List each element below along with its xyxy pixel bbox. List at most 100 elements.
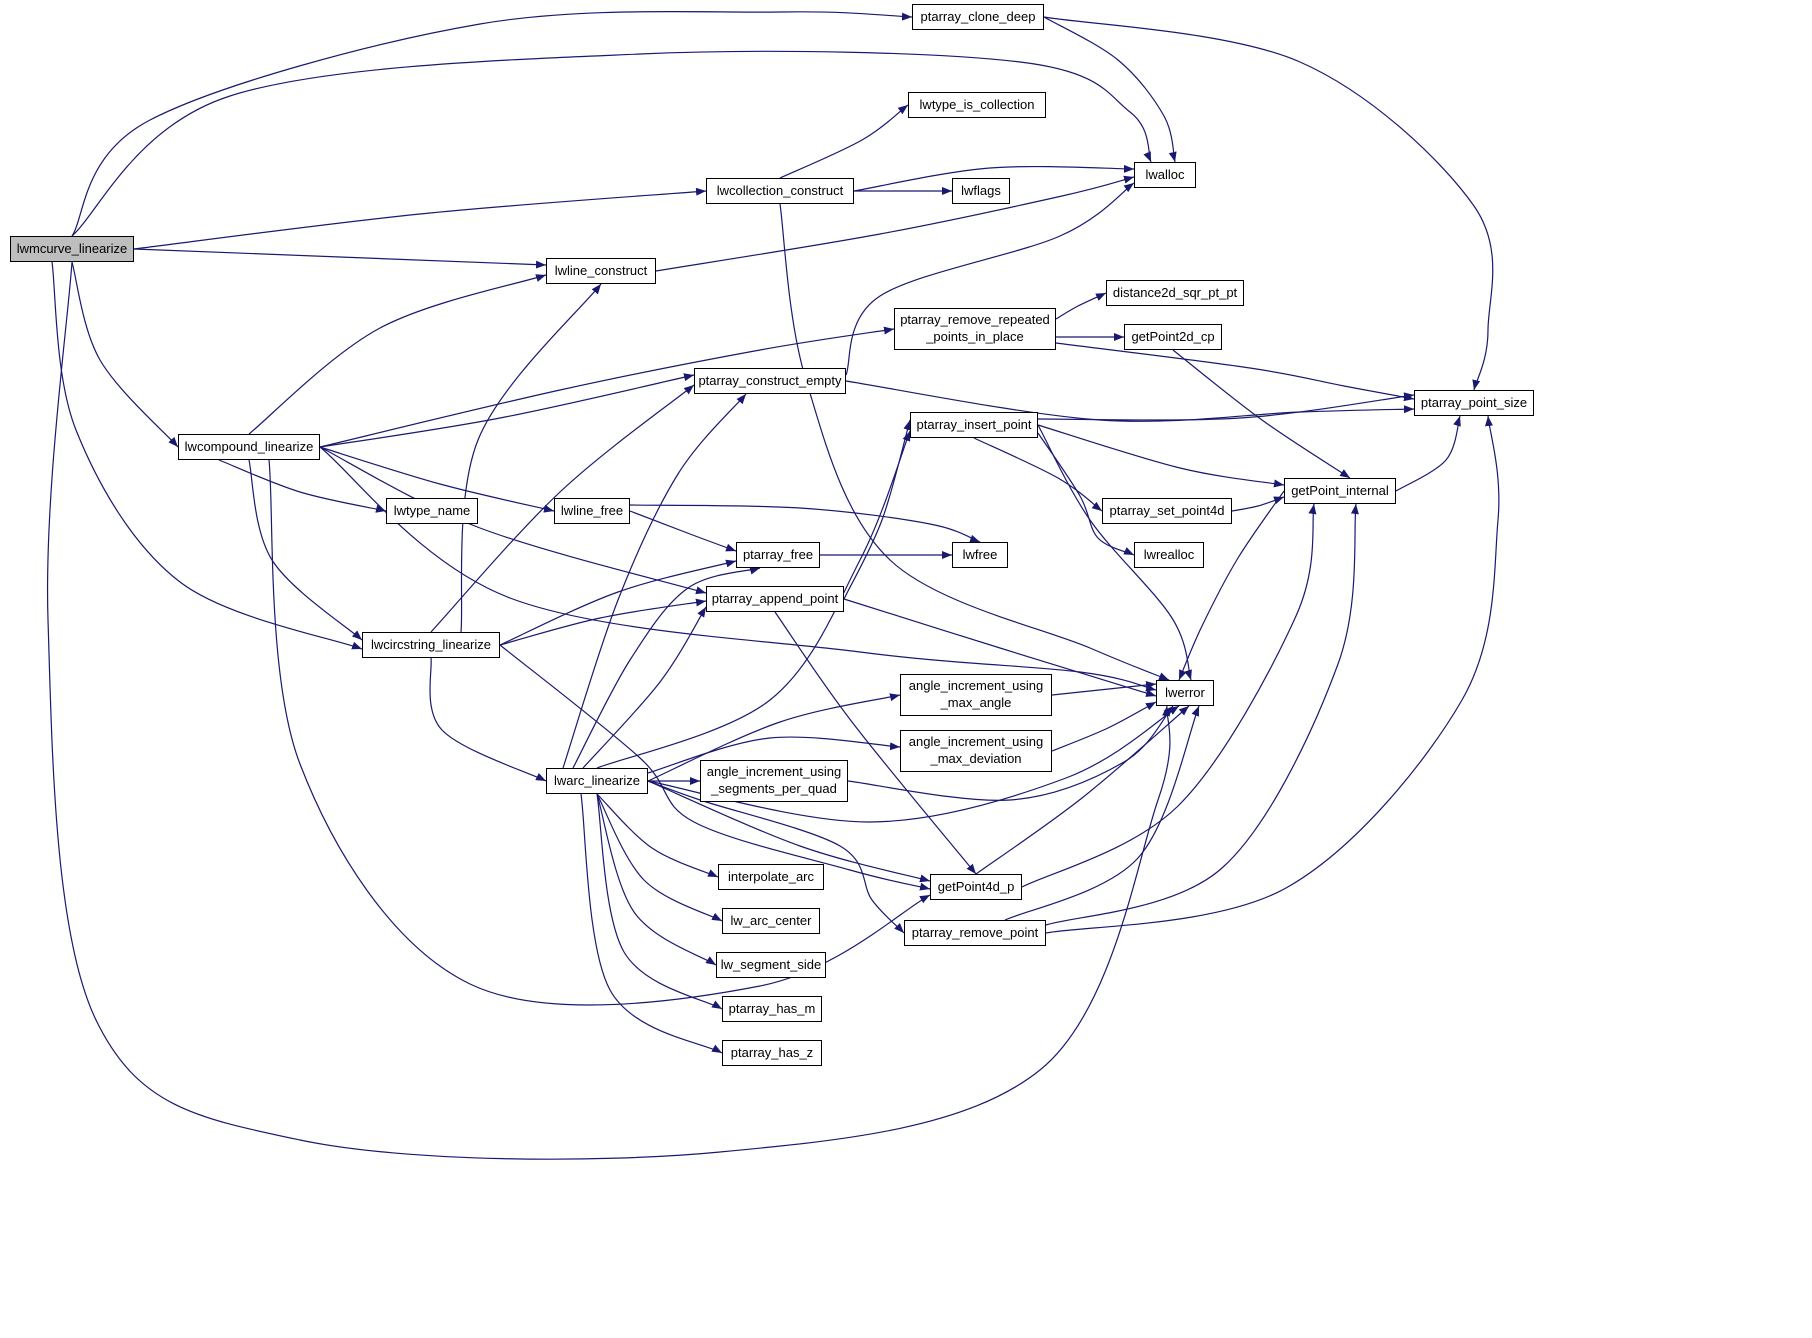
edge-lwmcurve_linearize--lwcollection_construct bbox=[133, 187, 707, 250]
node-lwmcurve_linearize[interactable]: lwmcurve_linearize bbox=[10, 236, 134, 262]
edge-lwmcurve_linearize--lwalloc bbox=[71, 50, 1152, 237]
node-interpolate_arc[interactable]: interpolate_arc bbox=[718, 864, 824, 890]
node-label: _max_deviation bbox=[930, 751, 1022, 766]
edge-lwarc_linearize--getPoint4d_p bbox=[647, 780, 931, 883]
node-lw_segment_side[interactable]: lw_segment_side bbox=[716, 952, 826, 978]
node-ptarray_set_point4d[interactable]: ptarray_set_point4d bbox=[1102, 498, 1232, 524]
node-ptarray_has_z[interactable]: ptarray_has_z bbox=[722, 1040, 822, 1066]
edge-lwcompound_linearize--lwline_free bbox=[319, 446, 555, 513]
edge-lwcompound_linearize--ptarray_construct_empty bbox=[319, 373, 695, 448]
edge-lwmcurve_linearize--lwline_construct bbox=[133, 248, 547, 269]
node-getPoint4d_p[interactable]: getPoint4d_p bbox=[930, 874, 1022, 900]
edge-lwcompound_linearize--ptarray_append_point bbox=[319, 446, 707, 595]
node-label: _points_in_place bbox=[926, 329, 1024, 344]
edge-ptarray_remove_point--getPoint_internal bbox=[1045, 503, 1359, 926]
node-label: lwtype_is_collection bbox=[919, 96, 1035, 112]
node-angle_increment_using_segments_per_quad[interactable]: angle_increment_using_segments_per_quad bbox=[700, 760, 848, 802]
node-ptarray_has_m[interactable]: ptarray_has_m bbox=[722, 996, 822, 1022]
node-label: lwcompound_linearize bbox=[184, 438, 314, 454]
edge-ptarray_append_point--getPoint4d_p bbox=[774, 611, 977, 875]
node-label: lwline_construct bbox=[554, 262, 648, 278]
node-label: angle_increment_using bbox=[908, 678, 1044, 694]
node-lwcircstring_linearize[interactable]: lwcircstring_linearize bbox=[362, 632, 500, 658]
edge-lwcircstring_linearize--ptarray_append_point bbox=[499, 598, 707, 646]
node-label: getPoint2d_cp bbox=[1131, 328, 1215, 344]
node-label: ptarray_append_point bbox=[711, 590, 839, 606]
edge-angle_increment_using_max_angle--lwerror bbox=[1051, 681, 1157, 696]
node-lwtype_is_collection[interactable]: lwtype_is_collection bbox=[908, 92, 1046, 118]
node-label: lwalloc bbox=[1145, 166, 1185, 182]
node-ptarray_append_point[interactable]: ptarray_append_point bbox=[706, 586, 844, 612]
node-lwfree[interactable]: lwfree bbox=[952, 542, 1008, 568]
node-label: ptarray_remove_repeated bbox=[900, 312, 1050, 328]
node-label: _segments_per_quad bbox=[711, 781, 837, 796]
edge-lwarc_linearize--angle_increment_using_max_angle bbox=[647, 693, 901, 782]
edge-lwmcurve_linearize--lwerror bbox=[46, 261, 1171, 1160]
node-distance2d_sqr_pt_pt[interactable]: distance2d_sqr_pt_pt bbox=[1106, 280, 1244, 306]
edge-ptarray_remove_repeated_points_in_place--ptarray_point_size bbox=[1055, 342, 1415, 402]
edge-lwarc_linearize--ptarray_remove_point bbox=[647, 780, 905, 934]
node-lwcollection_construct[interactable]: lwcollection_construct bbox=[706, 178, 854, 204]
node-ptarray_insert_point[interactable]: ptarray_insert_point bbox=[910, 412, 1038, 438]
node-label: angle_increment_using bbox=[908, 734, 1044, 750]
node-lwflags[interactable]: lwflags bbox=[952, 178, 1010, 204]
edge-lwline_free--ptarray_free bbox=[629, 510, 737, 552]
node-lwerror[interactable]: lwerror bbox=[1156, 680, 1214, 706]
node-label: ptarray_remove_point bbox=[911, 924, 1039, 940]
node-label: angle_increment_using bbox=[706, 764, 842, 780]
edge-lwcompound_linearize--lwerror bbox=[319, 446, 1157, 692]
edge-lwcircstring_linearize--lwline_construct bbox=[460, 283, 602, 633]
node-lwarc_linearize[interactable]: lwarc_linearize bbox=[546, 768, 648, 794]
edge-lwarc_linearize--ptarray_free bbox=[572, 566, 761, 769]
node-getPoint_internal[interactable]: getPoint_internal bbox=[1284, 478, 1396, 504]
node-label: lwrealloc bbox=[1143, 546, 1195, 562]
node-getPoint2d_cp[interactable]: getPoint2d_cp bbox=[1124, 324, 1222, 350]
node-angle_increment_using_max_deviation[interactable]: angle_increment_using_max_deviation bbox=[900, 730, 1052, 772]
node-lwline_free[interactable]: lwline_free bbox=[554, 498, 630, 524]
node-label: ptarray_free bbox=[742, 546, 814, 562]
node-label: ptarray_point_size bbox=[1420, 394, 1528, 410]
edge-lwmcurve_linearize--ptarray_clone_deep bbox=[71, 10, 913, 237]
edge-lwline_construct--lwalloc bbox=[655, 175, 1135, 272]
edge-getPoint_internal--ptarray_point_size bbox=[1395, 415, 1461, 492]
node-label: lwtype_name bbox=[393, 502, 471, 518]
node-ptarray_construct_empty[interactable]: ptarray_construct_empty bbox=[694, 368, 846, 394]
edge-angle_increment_using_max_deviation--lwerror bbox=[1051, 701, 1157, 752]
node-lwline_construct[interactable]: lwline_construct bbox=[546, 258, 656, 284]
node-label: lwmcurve_linearize bbox=[16, 240, 128, 256]
node-ptarray_remove_repeated_points_in_place[interactable]: ptarray_remove_repeated_points_in_place bbox=[894, 308, 1056, 350]
edge-lwcollection_construct--lwerror bbox=[779, 203, 1170, 681]
edge-lwarc_linearize--ptarray_append_point bbox=[582, 606, 707, 769]
edge-ptarray_clone_deep--lwalloc bbox=[1043, 16, 1177, 163]
node-label: lwcircstring_linearize bbox=[371, 636, 491, 652]
edge-getPoint4d_p--lwerror bbox=[975, 705, 1190, 875]
node-ptarray_point_size[interactable]: ptarray_point_size bbox=[1414, 390, 1534, 416]
node-lwtype_name[interactable]: lwtype_name bbox=[386, 498, 478, 524]
edge-lwarc_linearize--lw_arc_center bbox=[596, 793, 723, 922]
node-label: getPoint4d_p bbox=[937, 878, 1015, 894]
node-lw_arc_center[interactable]: lw_arc_center bbox=[722, 908, 820, 934]
node-angle_increment_using_max_angle[interactable]: angle_increment_using_max_angle bbox=[900, 674, 1052, 716]
node-label: lwcollection_construct bbox=[716, 182, 844, 198]
edge-lwcircstring_linearize--ptarray_free bbox=[499, 559, 737, 646]
node-label: ptarray_has_z bbox=[730, 1044, 814, 1060]
edge-ptarray_insert_point--ptarray_point_size bbox=[1037, 392, 1415, 421]
edge-lwarc_linearize--lw_segment_side bbox=[596, 793, 717, 966]
edge-ptarray_construct_empty--ptarray_point_size bbox=[845, 380, 1415, 422]
edge-ptarray_remove_point--ptarray_point_size bbox=[1045, 415, 1500, 934]
node-lwalloc[interactable]: lwalloc bbox=[1134, 162, 1196, 188]
node-label: lwline_free bbox=[560, 502, 624, 518]
edge-angle_increment_using_segments_per_quad--lwerror bbox=[847, 705, 1174, 801]
node-label: lwerror bbox=[1165, 684, 1205, 700]
node-label: lwarc_linearize bbox=[554, 772, 640, 788]
node-ptarray_free[interactable]: ptarray_free bbox=[736, 542, 820, 568]
edge-lwcircstring_linearize--lwarc_linearize bbox=[429, 657, 547, 782]
node-lwcompound_linearize[interactable]: lwcompound_linearize bbox=[178, 434, 320, 460]
edge-lwcollection_construct--lwtype_is_collection bbox=[779, 104, 909, 179]
edge-ptarray_remove_repeated_points_in_place--distance2d_sqr_pt_pt bbox=[1055, 292, 1107, 320]
node-ptarray_clone_deep[interactable]: ptarray_clone_deep bbox=[912, 4, 1044, 30]
node-ptarray_remove_point[interactable]: ptarray_remove_point bbox=[904, 920, 1046, 946]
node-lwrealloc[interactable]: lwrealloc bbox=[1134, 542, 1204, 568]
edge-lwarc_linearize--interpolate_arc bbox=[596, 793, 719, 878]
